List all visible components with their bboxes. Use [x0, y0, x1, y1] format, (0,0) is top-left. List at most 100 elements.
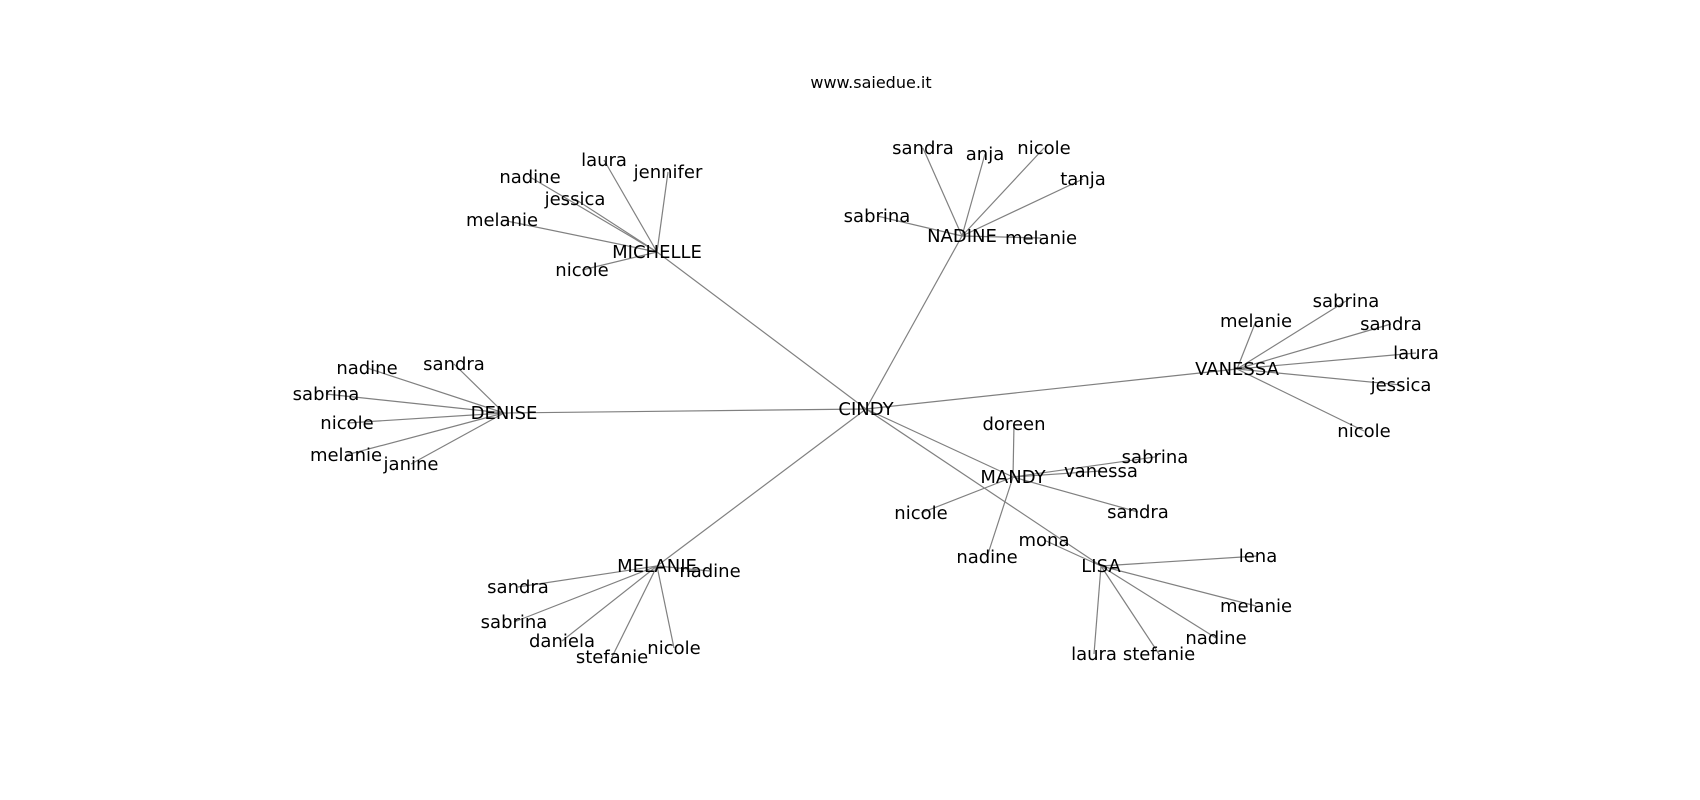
edge-lisa-melanie [1100, 565, 1257, 607]
edge-nadine-nicole [961, 147, 1045, 237]
node-leaf-lisa-nadine: nadine [1185, 628, 1246, 649]
edge-melanie-nadine [656, 565, 711, 572]
edge-layer [325, 147, 1417, 658]
edge-vanessa-melanie [1236, 320, 1257, 370]
node-leaf-vanessa-sandra: sandra [1360, 314, 1422, 335]
node-leaf-denise-melanie: melanie [310, 445, 382, 466]
node-hub-mandy: MANDY [980, 467, 1046, 488]
edge-denise-janine [410, 412, 505, 465]
node-leaf-nadine-anja: anja [966, 144, 1004, 165]
node-leaf-michelle-laura: laura [581, 150, 627, 171]
node-leaf-melanie-sabrina: sabrina [481, 612, 548, 633]
node-leaf-denise-sandra: sandra [423, 354, 485, 375]
node-leaf-melanie-stefanie: stefanie [576, 647, 648, 668]
node-leaf-mandy-vanessa: vanessa [1064, 461, 1138, 482]
edge-mandy-sabrina [1012, 456, 1156, 478]
node-leaf-melanie-daniela: daniela [529, 631, 595, 652]
edge-denise-melanie [345, 412, 505, 456]
node-leaf-nadine-melanie: melanie [1005, 228, 1077, 249]
edge-cindy-michelle [656, 251, 867, 410]
node-leaf-michelle-nicole: nicole [555, 260, 608, 281]
node-leaf-mandy-doreen: doreen [983, 414, 1046, 435]
edge-nadine-anja [961, 153, 986, 237]
node-leaf-michelle-melanie: melanie [466, 210, 538, 231]
node-leaf-vanessa-melanie: melanie [1220, 311, 1292, 332]
edge-vanessa-nicole [1236, 368, 1365, 432]
edge-denise-sandra [453, 363, 505, 414]
node-leaf-denise-nadine: nadine [336, 358, 397, 379]
node-leaf-michelle-nadine: nadine [499, 167, 560, 188]
edge-mandy-vanessa [1012, 470, 1102, 478]
edge-cindy-nadine [865, 235, 963, 410]
edge-mandy-doreen [1012, 423, 1015, 478]
edge-michelle-nicole [581, 251, 658, 271]
edge-nadine-sabrina [876, 215, 963, 237]
edge-michelle-melanie [501, 219, 658, 253]
node-leaf-michelle-jessica: jessica [544, 189, 606, 210]
node-leaf-denise-nicole: nicole [320, 413, 373, 434]
edge-cindy-lisa [865, 408, 1102, 567]
node-hub-denise: DENISE [471, 403, 538, 424]
node-leaf-nadine-sandra: sandra [892, 138, 954, 159]
node-leaf-mandy-nicole: nicole [894, 503, 947, 524]
node-leaf-lisa-stefanie: stefanie [1123, 644, 1195, 665]
node-leaf-lisa-laura: laura [1071, 644, 1117, 665]
node-leaf-vanessa-jessica: jessica [1370, 375, 1432, 396]
edge-cindy-melanie [656, 408, 867, 567]
edge-vanessa-laura [1236, 352, 1417, 370]
edge-lisa-laura [1093, 565, 1102, 655]
node-leaf-lisa-melanie: melanie [1220, 596, 1292, 617]
label-layer: CINDYMICHELLElaurajennifernadinejessicam… [293, 138, 1439, 668]
node-hub-melanie: MELANIE [617, 556, 697, 577]
edge-denise-sabrina [325, 393, 505, 414]
edge-michelle-laura [603, 159, 658, 253]
node-hub-nadine: NADINE [927, 226, 997, 247]
edge-nadine-tanja [961, 178, 1084, 237]
node-leaf-mandy-sabrina: sabrina [1122, 447, 1189, 468]
edge-lisa-nadine [1100, 565, 1217, 639]
edge-cindy-denise [503, 408, 867, 414]
edge-cindy-vanessa [865, 368, 1238, 410]
edge-michelle-jessica [574, 198, 658, 253]
edge-mandy-sandra [1012, 476, 1139, 513]
edge-cindy-mandy [865, 408, 1014, 478]
node-hub-michelle: MICHELLE [612, 242, 702, 263]
node-leaf-melanie-nicole: nicole [647, 638, 700, 659]
edge-melanie-sabrina [513, 565, 658, 623]
node-hub-lisa: LISA [1081, 556, 1121, 577]
edge-mandy-nadine [986, 476, 1014, 558]
edge-melanie-daniela [561, 565, 658, 642]
edge-melanie-sandra [517, 565, 658, 588]
edge-denise-nadine [366, 367, 505, 414]
edge-denise-nicole [346, 412, 505, 424]
edge-lisa-stefanie [1100, 565, 1160, 655]
node-leaf-melanie-nadine: nadine [679, 561, 740, 582]
edge-melanie-nicole [656, 565, 675, 649]
edge-mandy-nicole [920, 476, 1014, 514]
edge-nadine-melanie [961, 235, 1042, 239]
edge-vanessa-jessica [1236, 368, 1402, 386]
node-leaf-vanessa-laura: laura [1393, 343, 1439, 364]
node-leaf-mandy-sandra: sandra [1107, 502, 1169, 523]
edge-lisa-lena [1100, 555, 1259, 567]
node-leaf-michelle-jennifer: jennifer [633, 162, 703, 183]
edge-melanie-stefanie [611, 565, 658, 658]
node-leaf-denise-janine: janine [383, 454, 439, 475]
edge-michelle-jennifer [656, 171, 669, 253]
node-leaf-denise-sabrina: sabrina [293, 384, 360, 405]
node-leaf-lisa-lena: lena [1239, 546, 1278, 567]
node-leaf-mandy-nadine: nadine [956, 547, 1017, 568]
node-leaf-nadine-nicole: nicole [1017, 138, 1070, 159]
node-center-cindy: CINDY [838, 399, 894, 420]
node-leaf-melanie-sandra: sandra [487, 577, 549, 598]
edge-lisa-mona [1043, 539, 1102, 567]
site-title: www.saiedue.it [810, 73, 931, 92]
node-hub-vanessa: VANESSA [1195, 359, 1279, 380]
edge-nadine-sandra [922, 147, 963, 237]
node-leaf-vanessa-sabrina: sabrina [1313, 291, 1380, 312]
edge-vanessa-sabrina [1236, 300, 1347, 370]
node-leaf-nadine-tanja: tanja [1060, 169, 1106, 190]
node-leaf-lisa-mona: mona [1019, 530, 1070, 551]
